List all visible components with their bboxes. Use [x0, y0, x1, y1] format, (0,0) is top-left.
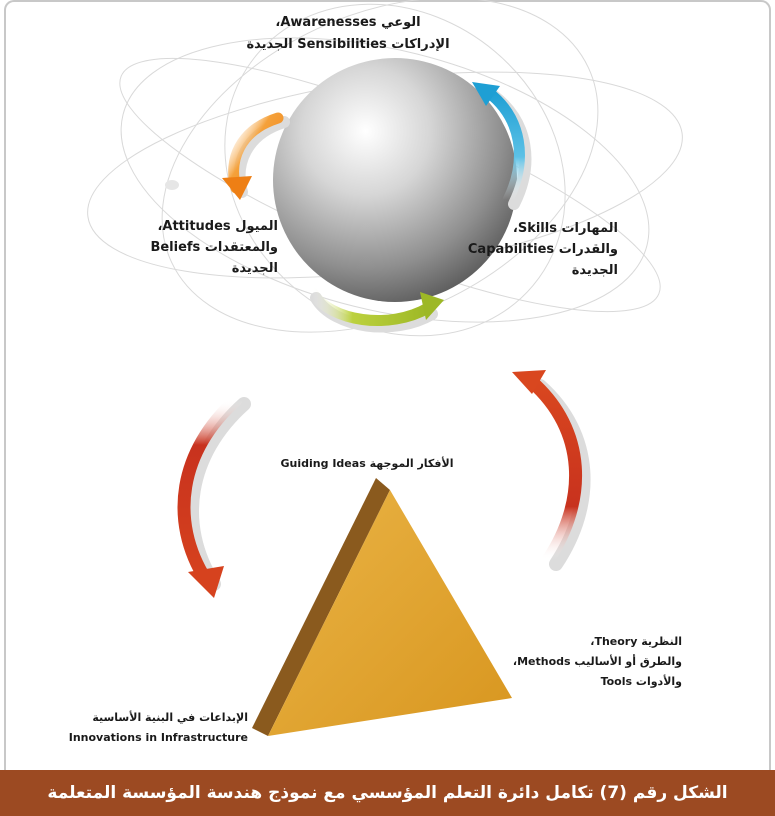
triangle-front-face — [268, 490, 512, 736]
label-attitudes: الميول Attitudes، والمعتقدات Beliefs الج… — [118, 216, 278, 279]
theory-line-2: والطرق أو الأساليب Methods، — [512, 655, 682, 668]
label-awareness: الوعي Awarenesses، الإدراكات Sensibiliti… — [238, 12, 458, 56]
awareness-line-1: الوعي Awarenesses، — [275, 15, 421, 30]
attitudes-line-2: والمعتقدات Beliefs — [150, 240, 278, 255]
label-skills: المهارات Skills، والقدرات Capabilities ا… — [458, 218, 618, 281]
central-sphere — [273, 58, 517, 302]
red-arrow-right — [512, 370, 591, 571]
innovations-line-1: الإبداعات في البنية الأساسية — [92, 711, 248, 724]
innovations-line-2: Innovations in Infrastructure — [68, 731, 248, 744]
skills-line-2: والقدرات Capabilities — [467, 242, 618, 257]
blue-arrow — [472, 82, 532, 210]
skills-line-1: المهارات Skills، — [512, 221, 618, 236]
label-theory: النظرية Theory، والطرق أو الأساليب Metho… — [492, 632, 682, 692]
figure-caption: الشكل رقم (7) تكامل دائرة التعلم المؤسسي… — [47, 783, 728, 803]
orbit-bead-left — [165, 180, 179, 190]
triangle-side-face — [252, 478, 390, 736]
theory-line-3: والأدوات Tools — [600, 675, 682, 688]
attitudes-line-1: الميول Attitudes، — [157, 219, 278, 234]
attitudes-line-3: الجديدة — [231, 261, 278, 276]
green-arrow — [306, 286, 444, 333]
orange-arrow — [222, 112, 290, 200]
awareness-line-2: الإدراكات Sensibilities الجديدة — [246, 37, 450, 52]
red-arrow-left — [177, 393, 251, 598]
label-guiding-ideas: الأفكار الموجهة Guiding Ideas — [280, 457, 454, 470]
label-innovations: الإبداعات في البنية الأساسية Innovations… — [62, 708, 248, 748]
caption-bar: الشكل رقم (7) تكامل دائرة التعلم المؤسسي… — [0, 770, 775, 816]
triangle-pyramid — [252, 478, 512, 736]
diagram-graphics — [87, 0, 683, 736]
skills-line-3: الجديدة — [571, 263, 618, 278]
theory-line-1: النظرية Theory، — [590, 635, 682, 648]
